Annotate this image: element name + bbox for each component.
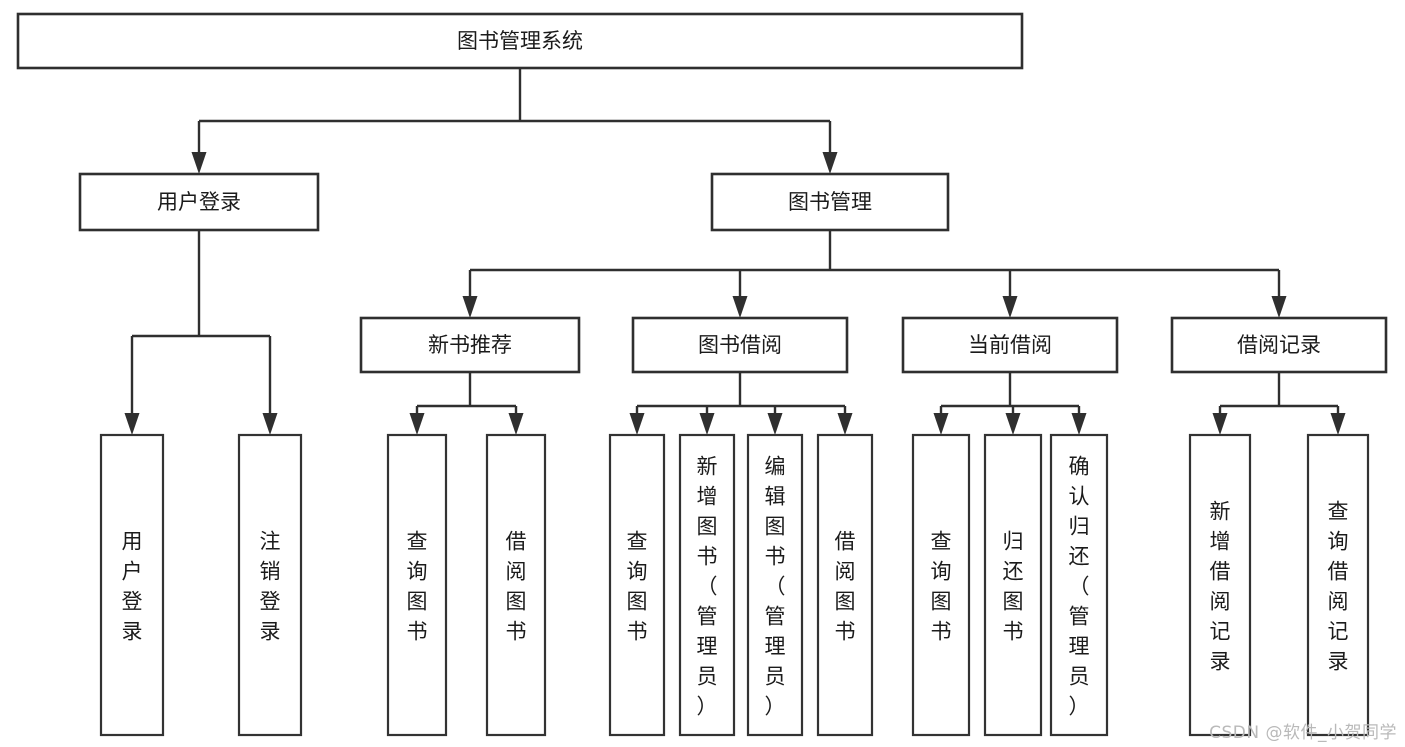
root-child-0-arrowhead: [191, 152, 207, 174]
node-label: 查询图书: [407, 529, 428, 643]
node-box[interactable]: [1170, 316, 1388, 374]
book-admin-child-1-arrowhead: [732, 296, 748, 318]
node-box[interactable]: [746, 433, 804, 737]
book-borrow-child-3-arrowhead: [837, 413, 853, 435]
current-borrow-child-2-arrowhead: [1071, 413, 1087, 435]
node-label: 归还图书: [1003, 529, 1024, 643]
node-cb-query-book[interactable]: 查询图书: [911, 433, 971, 737]
node-label: 查询借阅记录: [1328, 499, 1349, 673]
new-book-rec-child-1-arrowhead: [508, 413, 524, 435]
node-label: 当前借阅: [968, 333, 1052, 357]
node-box[interactable]: [1306, 433, 1370, 737]
node-box[interactable]: [485, 433, 547, 737]
node-label: 用户登录: [122, 529, 143, 643]
node-book-admin[interactable]: 图书管理: [710, 172, 950, 232]
node-box[interactable]: [1188, 433, 1252, 737]
node-label: 图书管理: [788, 190, 872, 214]
node-book-borrow[interactable]: 图书借阅: [631, 316, 849, 374]
node-label: 编辑图书（管理员）: [765, 454, 786, 718]
node-label: 图书借阅: [698, 333, 782, 357]
node-rec-borrow-book[interactable]: 借阅图书: [485, 433, 547, 737]
node-label: 查询图书: [931, 529, 952, 643]
root-child-1-arrowhead: [822, 152, 838, 174]
node-box[interactable]: [816, 433, 874, 737]
node-box[interactable]: [631, 316, 849, 374]
node-user-login[interactable]: 用户登录: [78, 172, 320, 232]
current-borrow-child-1-arrowhead: [1005, 413, 1021, 435]
node-box[interactable]: [386, 433, 448, 737]
borrow-record-child-0-arrowhead: [1212, 413, 1228, 435]
node-label: 确认归还（管理员）: [1069, 454, 1090, 718]
node-bw-edit-book[interactable]: 编辑图书（管理员）: [746, 433, 804, 737]
node-box[interactable]: [678, 433, 736, 737]
node-box[interactable]: [237, 433, 303, 737]
node-rec-query-book[interactable]: 查询图书: [386, 433, 448, 737]
book-borrow-child-2-arrowhead: [767, 413, 783, 435]
book-borrow-child-1-arrowhead: [699, 413, 715, 435]
node-bw-borrow-book[interactable]: 借阅图书: [816, 433, 874, 737]
node-label: 借阅图书: [835, 529, 856, 643]
node-user-login-do[interactable]: 用户登录: [99, 433, 165, 737]
node-box[interactable]: [99, 433, 165, 737]
current-borrow-child-0-arrowhead: [933, 413, 949, 435]
node-br-add-record[interactable]: 新增借阅记录: [1188, 433, 1252, 737]
node-bw-query-book[interactable]: 查询图书: [608, 433, 666, 737]
new-book-rec-child-0-arrowhead: [409, 413, 425, 435]
node-box[interactable]: [710, 172, 950, 232]
node-label: 借阅记录: [1237, 333, 1321, 357]
node-br-query-record[interactable]: 查询借阅记录: [1306, 433, 1370, 737]
node-label: 借阅图书: [506, 529, 527, 643]
node-label: 新增借阅记录: [1210, 499, 1231, 673]
node-label: 查询图书: [627, 529, 648, 643]
node-box[interactable]: [983, 433, 1043, 737]
book-admin-child-3-arrowhead: [1271, 296, 1287, 318]
book-admin-child-0-arrowhead: [462, 296, 478, 318]
book-admin-child-2-arrowhead: [1002, 296, 1018, 318]
user-login-child-0-arrowhead: [124, 413, 140, 435]
node-root[interactable]: 图书管理系统: [16, 12, 1024, 70]
node-box[interactable]: [608, 433, 666, 737]
node-box[interactable]: [1049, 433, 1109, 737]
node-cb-return-book[interactable]: 归还图书: [983, 433, 1043, 737]
watermark: CSDN @软件_小贺同学: [1209, 723, 1397, 743]
node-label: 用户登录: [157, 190, 241, 214]
node-box[interactable]: [901, 316, 1119, 374]
book-borrow-child-0-arrowhead: [629, 413, 645, 435]
node-label: 图书管理系统: [457, 29, 583, 53]
node-box[interactable]: [16, 12, 1024, 70]
node-user-logout[interactable]: 注销登录: [237, 433, 303, 737]
node-bw-add-book[interactable]: 新增图书（管理员）: [678, 433, 736, 737]
borrow-record-child-1-arrowhead: [1330, 413, 1346, 435]
node-cb-confirm-return[interactable]: 确认归还（管理员）: [1049, 433, 1109, 737]
node-label: 新增图书（管理员）: [697, 454, 718, 718]
node-box[interactable]: [911, 433, 971, 737]
node-borrow-record[interactable]: 借阅记录: [1170, 316, 1388, 374]
node-new-book-rec[interactable]: 新书推荐: [359, 316, 581, 374]
node-label: 新书推荐: [428, 333, 512, 357]
node-label: 注销登录: [260, 529, 281, 643]
node-current-borrow[interactable]: 当前借阅: [901, 316, 1119, 374]
user-login-child-1-arrowhead: [262, 413, 278, 435]
